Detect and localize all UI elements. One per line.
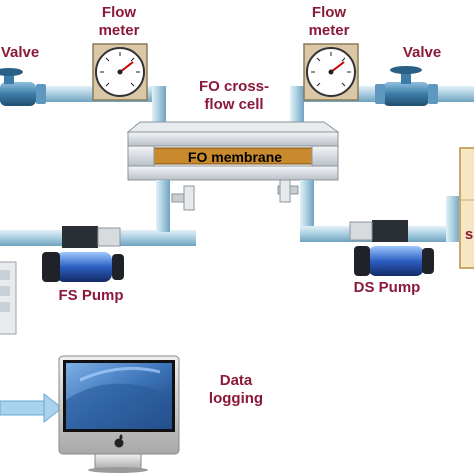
flow-meter-gauge-icon bbox=[92, 43, 148, 101]
right-inlet-pipe bbox=[290, 86, 304, 128]
membrane-label: FO membrane bbox=[187, 149, 283, 165]
flow-meter-left-label: Flow meter bbox=[88, 4, 150, 40]
flow-meter-left-line2: meter bbox=[98, 22, 140, 39]
fo-cross-flow-cell bbox=[126, 121, 340, 181]
cell-label-line2: flow cell bbox=[204, 96, 264, 113]
pump-icon bbox=[349, 220, 434, 276]
ds-pump-label: DS Pump bbox=[353, 279, 421, 296]
right-outlet-pipe bbox=[300, 180, 314, 232]
valve-icon bbox=[375, 66, 438, 106]
cell-label: FO cross- flow cell bbox=[186, 78, 282, 114]
flow-meter-right-line2: meter bbox=[308, 22, 350, 39]
arrow-right-icon bbox=[0, 392, 63, 424]
valve-icon bbox=[0, 68, 46, 106]
flow-meter-right-line1: Flow bbox=[311, 4, 347, 21]
right-edge-fragment-label: s bbox=[464, 226, 474, 243]
flow-meter-left-line1: Flow bbox=[101, 4, 137, 21]
fs-reservoir-instrument bbox=[0, 261, 17, 335]
valve-right-label: Valve bbox=[402, 44, 442, 61]
flow-meter-right-label: Flow meter bbox=[298, 4, 360, 40]
cell-label-line1: FO cross- bbox=[198, 78, 270, 95]
valve-left-label: Valve bbox=[0, 44, 40, 61]
ds-reservoir bbox=[459, 147, 474, 269]
data-logging-line2: logging bbox=[208, 390, 264, 407]
pump-icon bbox=[42, 226, 124, 282]
sensor-fitting bbox=[171, 185, 195, 211]
flow-meter-gauge-icon bbox=[303, 43, 359, 101]
left-inlet-pipe bbox=[152, 86, 166, 128]
data-logging-line1: Data bbox=[219, 372, 253, 389]
fs-pump-label: FS Pump bbox=[58, 287, 124, 304]
sensor-fitting bbox=[277, 179, 299, 203]
apple-logo-icon bbox=[114, 434, 124, 448]
computer-monitor-icon bbox=[58, 355, 180, 473]
data-logging-label: Data logging bbox=[196, 372, 276, 408]
